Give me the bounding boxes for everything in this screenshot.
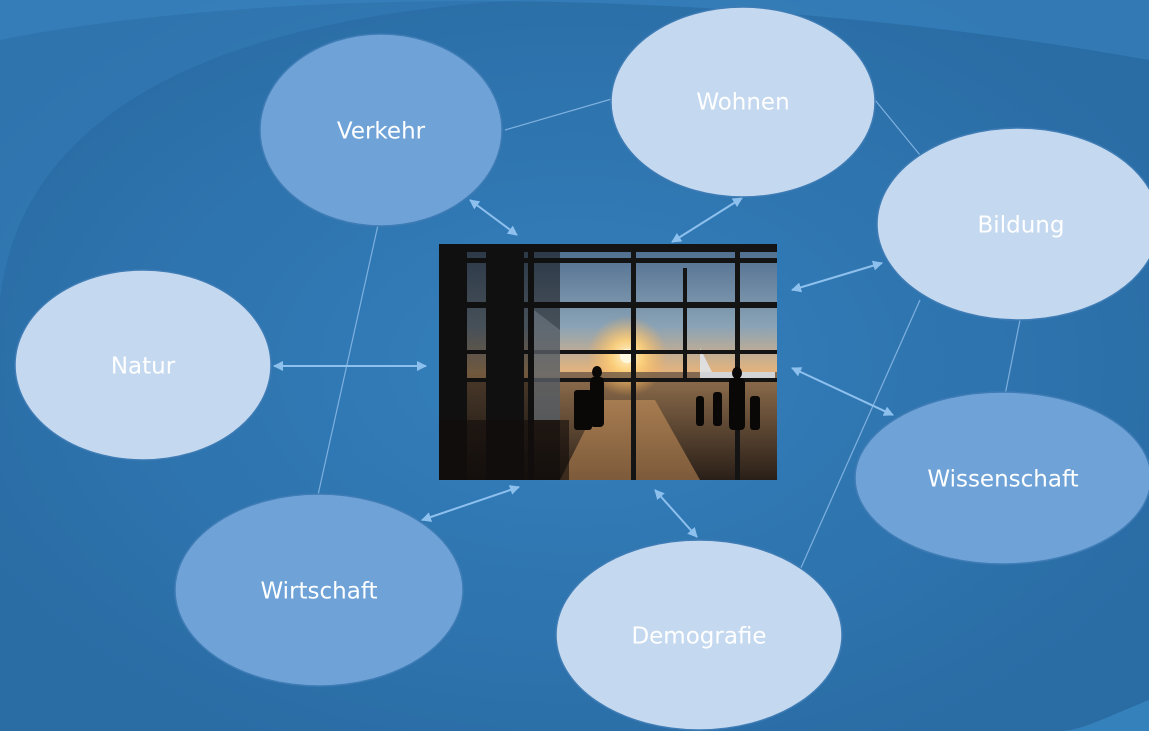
arrows xyxy=(273,197,894,538)
node-wohnen: Wohnen xyxy=(610,6,876,198)
node-verkehr: Verkehr xyxy=(259,33,503,227)
arrow-wissenschaft xyxy=(791,367,894,416)
node-natur: Natur xyxy=(14,269,272,461)
connector-bildung-wissenschaft xyxy=(1004,319,1021,396)
node-label-wohnen: Wohnen xyxy=(696,90,789,116)
connector-bildung-demografie xyxy=(799,299,921,571)
node-wirtschaft: Wirtschaft xyxy=(174,493,464,687)
center-photo xyxy=(439,244,777,480)
node-label-wissenschaft: Wissenschaft xyxy=(927,467,1078,493)
connector-verkehr-wohnen xyxy=(504,97,616,131)
arrow-verkehr xyxy=(469,199,518,236)
arrow-bildung xyxy=(791,260,883,293)
arrow-wirtschaft xyxy=(421,485,520,522)
node-bildung: Bildung xyxy=(876,127,1149,321)
connector-wohnen-bildung xyxy=(874,99,921,156)
node-label-wirtschaft: Wirtschaft xyxy=(260,579,377,605)
node-label-verkehr: Verkehr xyxy=(337,119,426,145)
connector-lines xyxy=(317,97,1021,571)
node-label-natur: Natur xyxy=(111,354,176,380)
node-label-demografie: Demografie xyxy=(631,624,766,650)
node-wissenschaft: Wissenschaft xyxy=(854,391,1149,565)
arrow-wohnen xyxy=(671,197,743,243)
connector-verkehr-wirtschaft xyxy=(317,224,379,496)
node-label-bildung: Bildung xyxy=(978,213,1065,239)
node-demografie: Demografie xyxy=(555,539,843,731)
arrow-demografie xyxy=(654,489,698,538)
